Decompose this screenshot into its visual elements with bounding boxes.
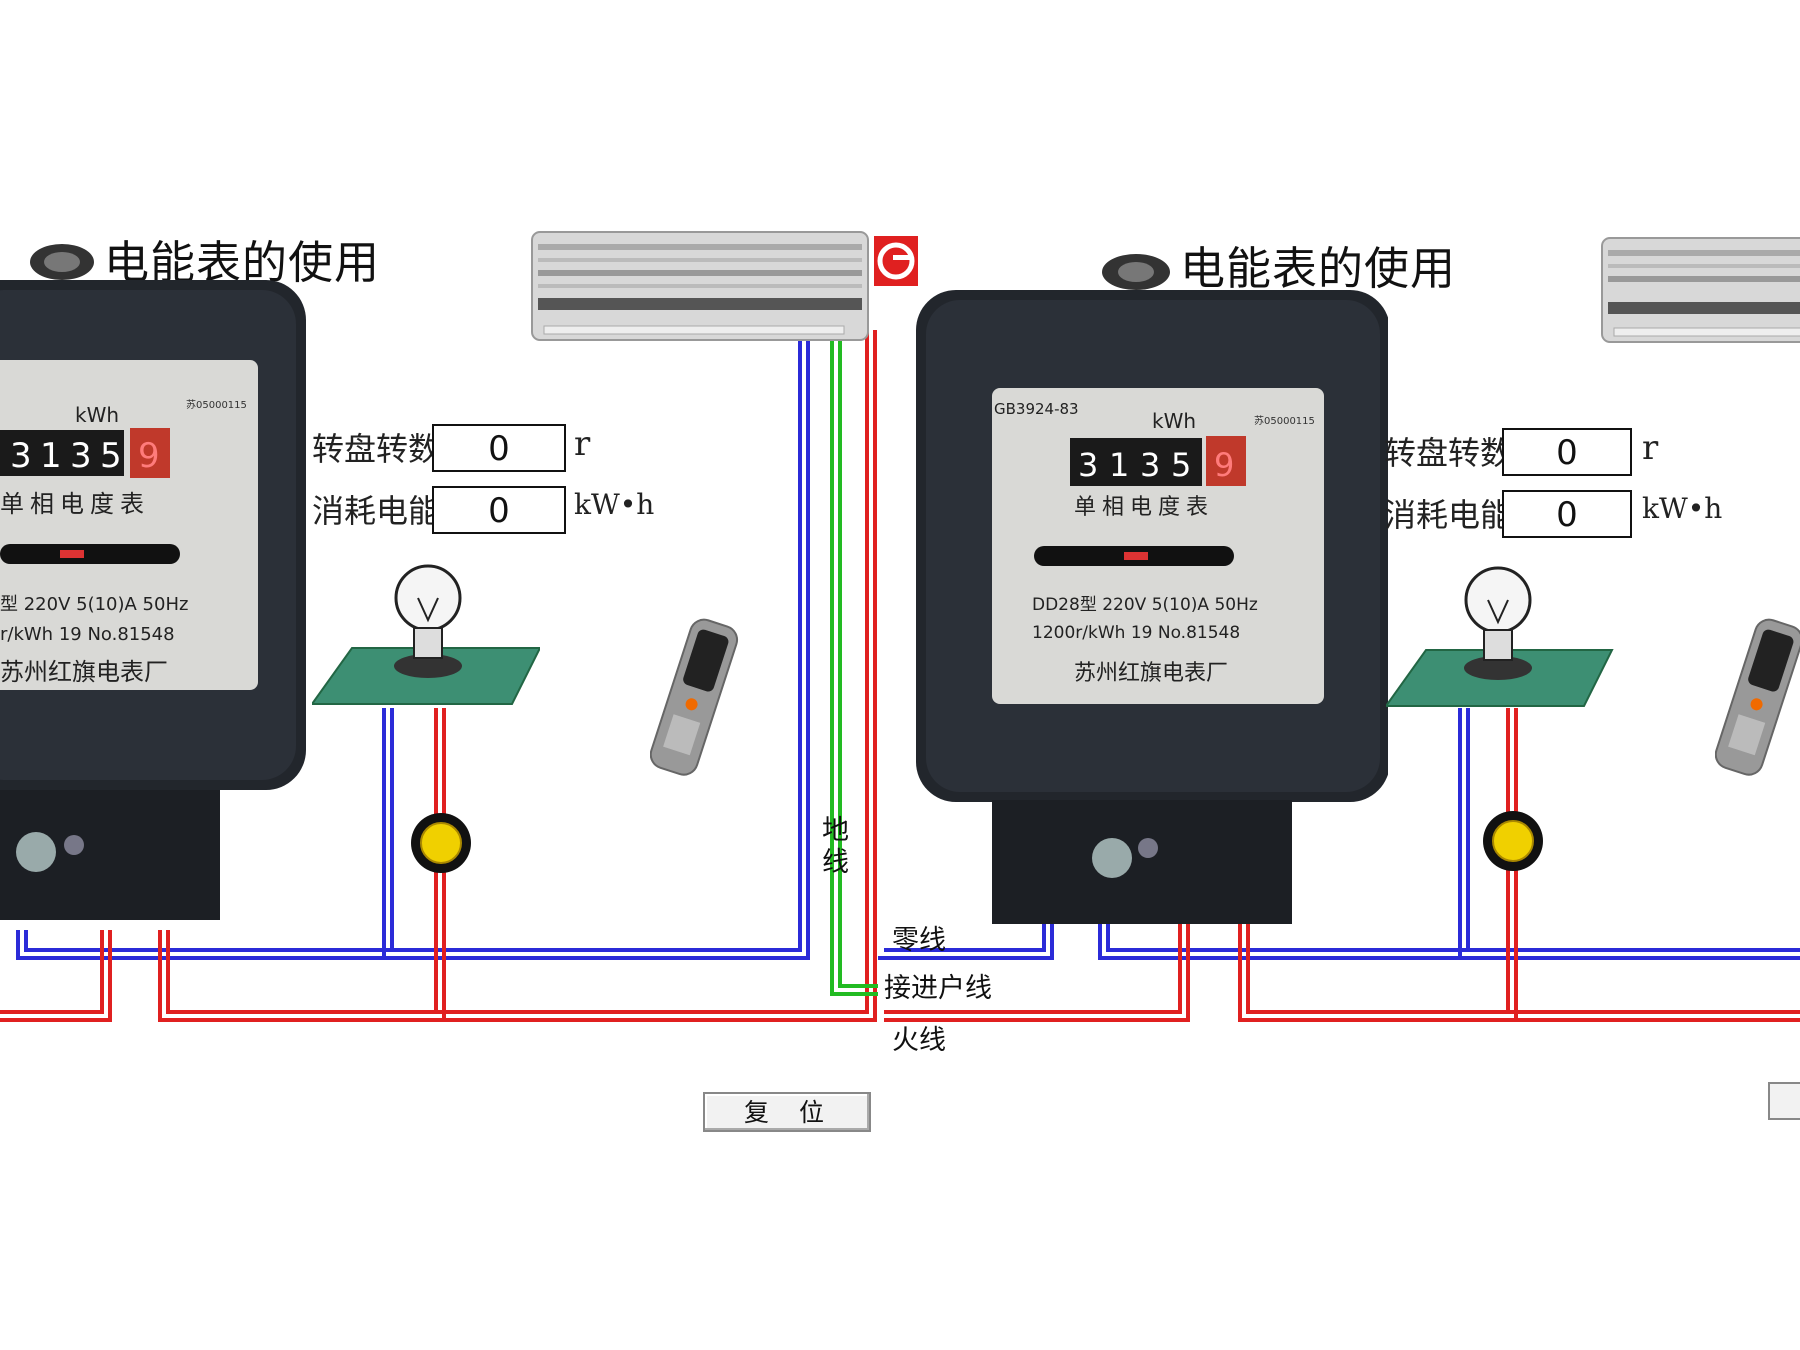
neutral-wire-left [16,340,810,960]
meter-digits: 3 1 3 5 [10,436,122,476]
meter-digit: 5 [1171,446,1191,484]
ground-wire [830,340,878,996]
light-switch-right[interactable] [1482,810,1544,872]
meter-spec-2: 1200r/kWh 19 No.81548 [1032,623,1240,643]
turns-value-field-right: 0 [1502,428,1632,476]
meter-maker: 苏州红旗电表厂 [1074,661,1228,686]
air-conditioner-left[interactable] [530,230,870,345]
meter-digit: 1 [1109,446,1129,484]
turns-unit-right: r [1642,428,1659,468]
app-logo-icon [874,236,918,286]
energy-value-field-left: 0 [432,486,566,534]
energy-label-right: 消耗电能 [1384,496,1513,534]
meter-red-digit: 9 [1214,446,1234,484]
energy-label-left: 消耗电能 [312,492,441,530]
meter-digit: 3 [1078,446,1098,484]
meter-red-digit: 9 [138,436,160,476]
light-bulb-left[interactable] [312,558,540,708]
meter-type: 单相电度表 [0,490,150,518]
meter-disk [0,544,180,564]
meter-digit: 3 [70,436,92,476]
meter-terminal-block [992,800,1292,924]
electricity-meter-right: GB3924-83 苏05000115 kWh 3 1 3 5 9 单相电度表 … [916,254,1388,924]
air-conditioner-right[interactable] [1600,236,1800,348]
energy-unit-right: kW•h [1642,492,1723,525]
light-switch-left[interactable] [410,812,472,874]
light-bulb-right[interactable] [1386,562,1614,712]
energy-value-field-right: 0 [1502,490,1632,538]
remote-control-right[interactable] [1715,615,1800,780]
turns-unit-left: r [574,424,591,464]
energy-unit-left: kW•h [574,488,655,521]
meter-digit: 5 [100,436,122,476]
meter-unit: kWh [1152,409,1196,433]
meter-unit: kWh [75,403,119,427]
meter-approval: 苏05000115 [1254,414,1315,427]
turns-value-field-left: 0 [432,424,566,472]
reset-button-right-partial[interactable] [1768,1082,1800,1120]
meter-digit: 1 [40,436,62,476]
meter-type: 单相电度表 [1074,495,1214,520]
turns-label-right: 转盘转数 [1384,434,1513,472]
neutral-wire-label: 零线 [892,925,946,956]
reset-button[interactable]: 复位 [703,1092,871,1132]
meter-approval: 苏05000115 [186,398,247,411]
incoming-wire-label: 接进户线 [884,973,992,1004]
meter-standard: GB3924-83 [994,400,1079,418]
meter-maker: 苏州红旗电表厂 [0,658,168,686]
meter-spec-1: DD28型 220V 5(10)A 50Hz [1032,595,1258,615]
page-title-right: 电能表的使用 [1180,242,1457,295]
meter-digit: 3 [10,436,32,476]
meter-spec-2: r/kWh 19 No.81548 [0,624,175,645]
electricity-meter-left: 3 1 3 5 9 kWh 苏05000115 单相电度表 型 220V 5(1… [0,244,306,920]
neutral-wire-right [884,708,1800,960]
remote-control-left[interactable] [650,615,740,780]
turns-label-left: 转盘转数 [312,430,441,468]
live-wire-label: 火线 [892,1025,946,1056]
meter-digit: 3 [1140,446,1160,484]
meter-digits: 3 1 3 5 [1078,446,1191,484]
ground-wire-label: 地线 [822,815,849,878]
meter-spec-1: 型 220V 5(10)A 50Hz [0,594,188,615]
